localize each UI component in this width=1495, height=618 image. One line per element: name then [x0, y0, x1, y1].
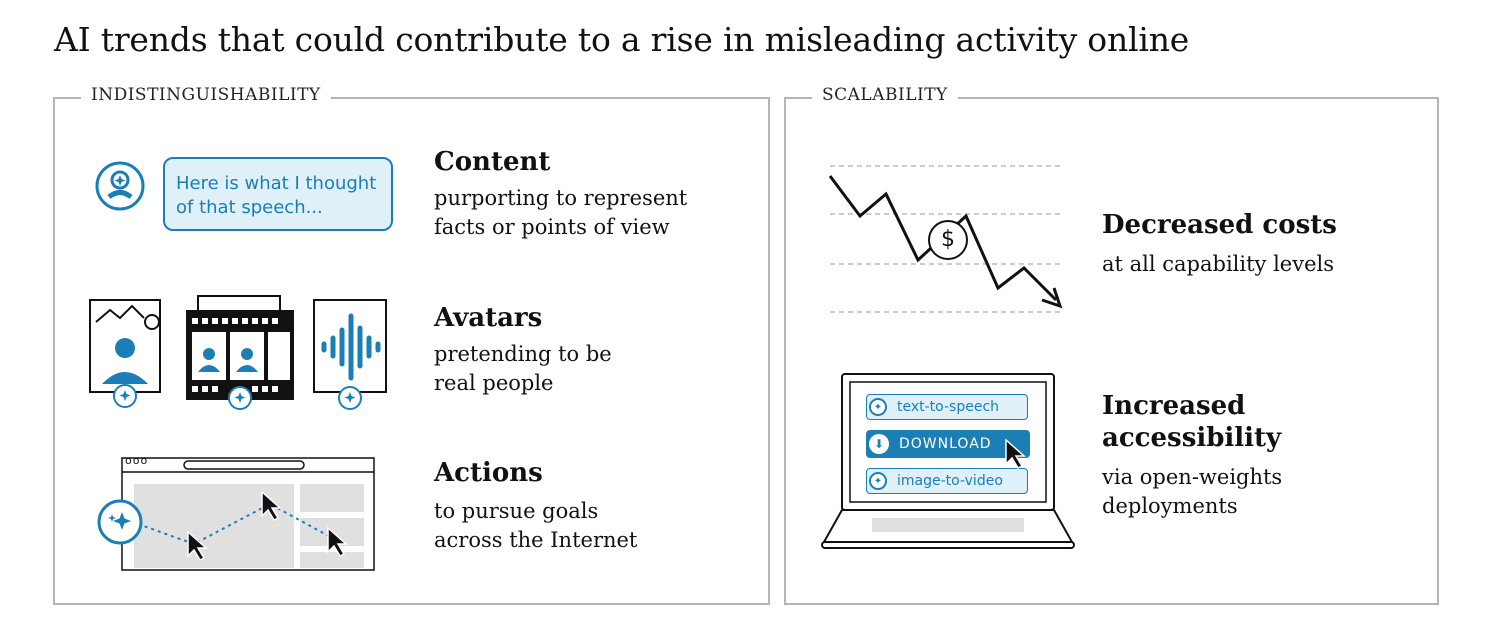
actions-desc-1: to pursue goals: [434, 499, 599, 523]
increased-accessibility-heading-2: accessibility: [1102, 423, 1282, 453]
increased-accessibility-desc-1: via open-weights: [1102, 465, 1283, 489]
chat-line-1: Here is what I thought: [176, 173, 377, 194]
cursor-icon: [327, 526, 348, 557]
chat-illustration: [95, 157, 393, 231]
avatars-desc-1: pretending to be: [434, 342, 612, 366]
ai-avatar-icon: [95, 161, 145, 211]
ai-sparkle-icon: ✦: [869, 398, 887, 416]
actions-desc-2: across the Internet: [434, 528, 638, 552]
avatars-illustration: [89, 295, 387, 410]
download-button[interactable]: ⬇ DOWNLOAD: [866, 430, 1030, 458]
image-to-video-label: image-to-video: [897, 473, 1003, 489]
panel-label-indistinguishability: INDISTINGUISHABILITY: [81, 85, 331, 105]
cursor-icon: [187, 530, 208, 561]
decreasing-cost-illustration: [828, 165, 1063, 313]
download-label: DOWNLOAD: [899, 436, 992, 452]
browser-illustration: [97, 457, 375, 571]
scalability-panel: SCALABILITY: [784, 85, 1439, 605]
content-heading: Content: [434, 147, 551, 177]
avatars-heading: Avatars: [434, 303, 543, 333]
content-desc-2: facts or points of view: [434, 215, 670, 239]
avatars-desc-2: real people: [434, 371, 554, 395]
ai-sparkle-icon: [97, 499, 143, 545]
browser-dots: ooo: [125, 454, 149, 467]
dollar-icon: $: [941, 227, 955, 252]
decreased-costs-desc: at all capability levels: [1102, 252, 1335, 276]
panel-label-scalability: SCALABILITY: [812, 85, 958, 105]
text-to-speech-button[interactable]: ✦ text-to-speech: [866, 394, 1028, 420]
text-to-speech-label: text-to-speech: [897, 399, 1000, 415]
increased-accessibility-desc-2: deployments: [1102, 494, 1238, 518]
image-card-icon: [89, 299, 161, 408]
audio-card-icon: [313, 299, 387, 410]
decreased-costs-heading: Decreased costs: [1102, 210, 1337, 240]
indistinguishability-panel: INDISTINGUISHABILITY: [53, 85, 770, 605]
page-title: AI trends that could contribute to a ris…: [54, 20, 1190, 59]
chat-line-2: of that speech...: [176, 197, 323, 218]
chat-bubble-text: Here is what I thought of that speech...: [176, 172, 376, 220]
image-to-video-button[interactable]: ✦ image-to-video: [866, 468, 1028, 494]
content-desc-1: purporting to represent: [434, 186, 688, 210]
increased-accessibility-heading-1: Increased: [1102, 391, 1246, 421]
actions-heading: Actions: [434, 458, 543, 488]
film-card-icon: [186, 295, 294, 410]
cursor-icon: [1005, 438, 1026, 469]
ai-sparkle-icon: ✦: [869, 472, 887, 490]
download-icon: ⬇: [869, 434, 889, 454]
cursor-icon: [261, 490, 282, 521]
browser-window-icon: [121, 457, 375, 571]
chat-bubble: [163, 157, 393, 231]
